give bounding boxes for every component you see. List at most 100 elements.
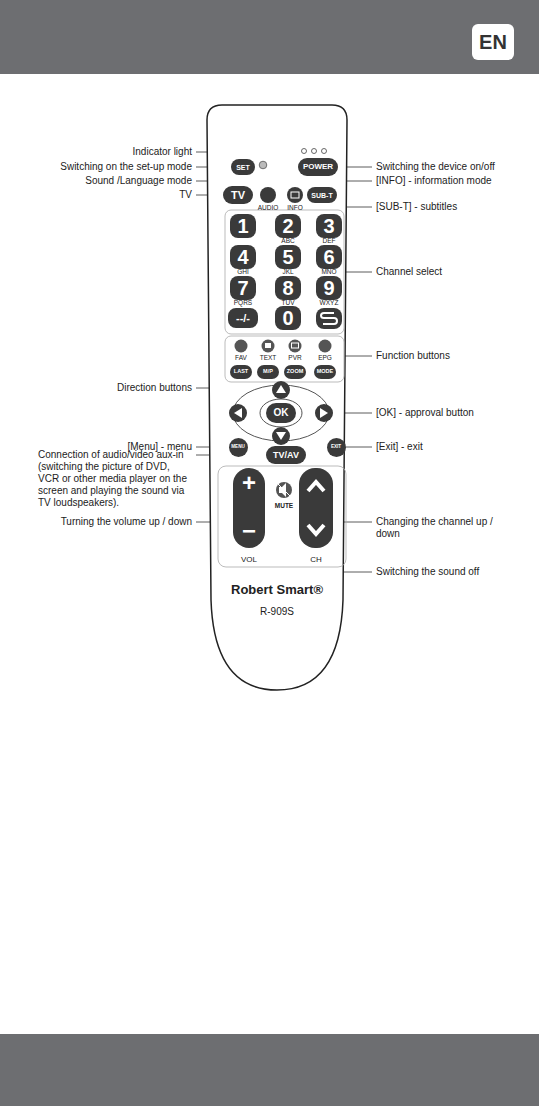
- remote-body-part: [272, 427, 290, 445]
- remote-body-part: [262, 340, 275, 353]
- page-band-part: [0, 1034, 539, 1106]
- button-label: ABC: [281, 237, 294, 245]
- digit-button: 2: [275, 214, 301, 238]
- digit-button: 7: [230, 276, 256, 300]
- digit-button: 6: [316, 245, 342, 269]
- remote-body-part: [322, 149, 327, 154]
- button-text: OK: [274, 408, 289, 418]
- button-label: CH: [310, 555, 322, 565]
- button-label: EPG: [318, 354, 332, 362]
- volume-button: +−: [233, 468, 265, 548]
- callout-text: Sound /Language mode: [85, 175, 192, 187]
- button-text: --/-: [236, 313, 250, 324]
- leader-line-part: [344, 272, 372, 273]
- remote-body-part: [279, 483, 286, 497]
- remote-body-part: [260, 399, 302, 427]
- remote-body-part: [234, 408, 242, 418]
- digit-button: 4: [230, 245, 256, 269]
- button-text: 6: [323, 247, 334, 267]
- tv-av-button: TV/AV: [266, 446, 306, 464]
- remote-body-part: [316, 308, 342, 329]
- button-text: 4: [237, 247, 248, 267]
- digit-button: 9: [316, 276, 342, 300]
- menu-button: MENU: [229, 438, 248, 457]
- remote-body-part: [225, 336, 344, 382]
- power-button: POWER: [298, 158, 338, 176]
- remote-body-part: [207, 105, 347, 690]
- digit-button: 0: [275, 306, 301, 330]
- button-label: GHI: [237, 268, 249, 276]
- callout-text: Direction buttons: [117, 382, 192, 394]
- remote-body-part: [276, 432, 286, 440]
- button-text: −: [242, 519, 256, 543]
- remote-control: Robert Smart®R-909SSETPOWERTVSUB-T123456…: [207, 105, 347, 690]
- callout-text: Switching the sound off: [376, 566, 479, 578]
- callout-text: TV: [179, 189, 192, 201]
- button-text: 3: [323, 216, 334, 236]
- button-text: POWER: [303, 163, 333, 171]
- remote-body-part: [302, 149, 307, 154]
- button-label: TUV: [282, 299, 295, 307]
- button-text: 9: [323, 278, 334, 298]
- remote-body-part: [287, 187, 303, 203]
- remote-body-part: [278, 484, 290, 496]
- remote-body-part: [308, 525, 324, 534]
- button-text: TV/AV: [273, 451, 299, 460]
- remote-body-part: [259, 161, 267, 169]
- button-label: AUDIO: [258, 204, 279, 212]
- page-band-part: [0, 0, 539, 74]
- tv-button: TV: [223, 186, 253, 204]
- brand-name: Robert Smart®: [231, 583, 323, 597]
- digit-button: --/-: [228, 308, 258, 328]
- callout-text: [OK] - approval button: [376, 407, 474, 419]
- set-button: SET: [231, 159, 255, 175]
- callout-text: [SUB-T] - subtitles: [376, 201, 457, 213]
- button-text: MENU: [231, 445, 245, 450]
- button-text: EN: [479, 32, 507, 52]
- digit-button: 1: [230, 214, 256, 238]
- remote-body-part: [225, 210, 344, 334]
- remote-body-part: [292, 343, 299, 348]
- remote-body-part: [291, 192, 299, 198]
- button-text: 5: [282, 247, 293, 267]
- button-text: EXIT: [331, 445, 341, 450]
- button-label: MUTE: [275, 502, 293, 510]
- remote-body-part: [299, 468, 333, 548]
- leader-line-part: [344, 356, 372, 357]
- button-text: SUB-T: [311, 192, 332, 199]
- remote-body-part: [308, 482, 324, 491]
- button-label: TEXT: [260, 354, 277, 362]
- button-text: 8: [282, 278, 293, 298]
- callout-text: Turning the volume up / down: [61, 516, 192, 528]
- button-text: SET: [236, 164, 250, 171]
- remote-body-part: [265, 343, 271, 348]
- button-text: 2: [282, 216, 293, 236]
- callout-text: Connection of audio/video aux-in (switch…: [38, 449, 193, 509]
- callout-text: Switching the device on/off: [376, 161, 495, 173]
- digit-button: 5: [275, 245, 301, 269]
- remote-body-part: [235, 340, 248, 353]
- button-text: +: [242, 471, 256, 495]
- button-text: LAST: [234, 369, 248, 375]
- callout-text: [INFO] - information mode: [376, 175, 492, 187]
- remote-body-part: [260, 187, 276, 203]
- remote-body-part: [315, 404, 333, 422]
- remote-body-part: [276, 385, 286, 393]
- button-label: INFO: [287, 204, 303, 212]
- button-text: 0: [282, 308, 293, 328]
- button-text: ZOOM: [287, 369, 304, 375]
- callout-text: Function buttons: [376, 350, 450, 362]
- button-text: TV: [231, 190, 245, 201]
- button-text: MODE: [317, 369, 334, 375]
- button-label: PQRS: [234, 299, 252, 307]
- button-label: VOL: [241, 555, 257, 565]
- button-label: DEF: [323, 237, 336, 245]
- function-button: M/P: [257, 365, 279, 379]
- function-button: ZOOM: [284, 365, 306, 379]
- button-label: WXYZ: [320, 299, 339, 307]
- button-label: FAV: [235, 354, 247, 362]
- remote-body-part: [276, 482, 292, 498]
- remote-body-part: [218, 466, 346, 567]
- remote-body-part: [321, 313, 337, 324]
